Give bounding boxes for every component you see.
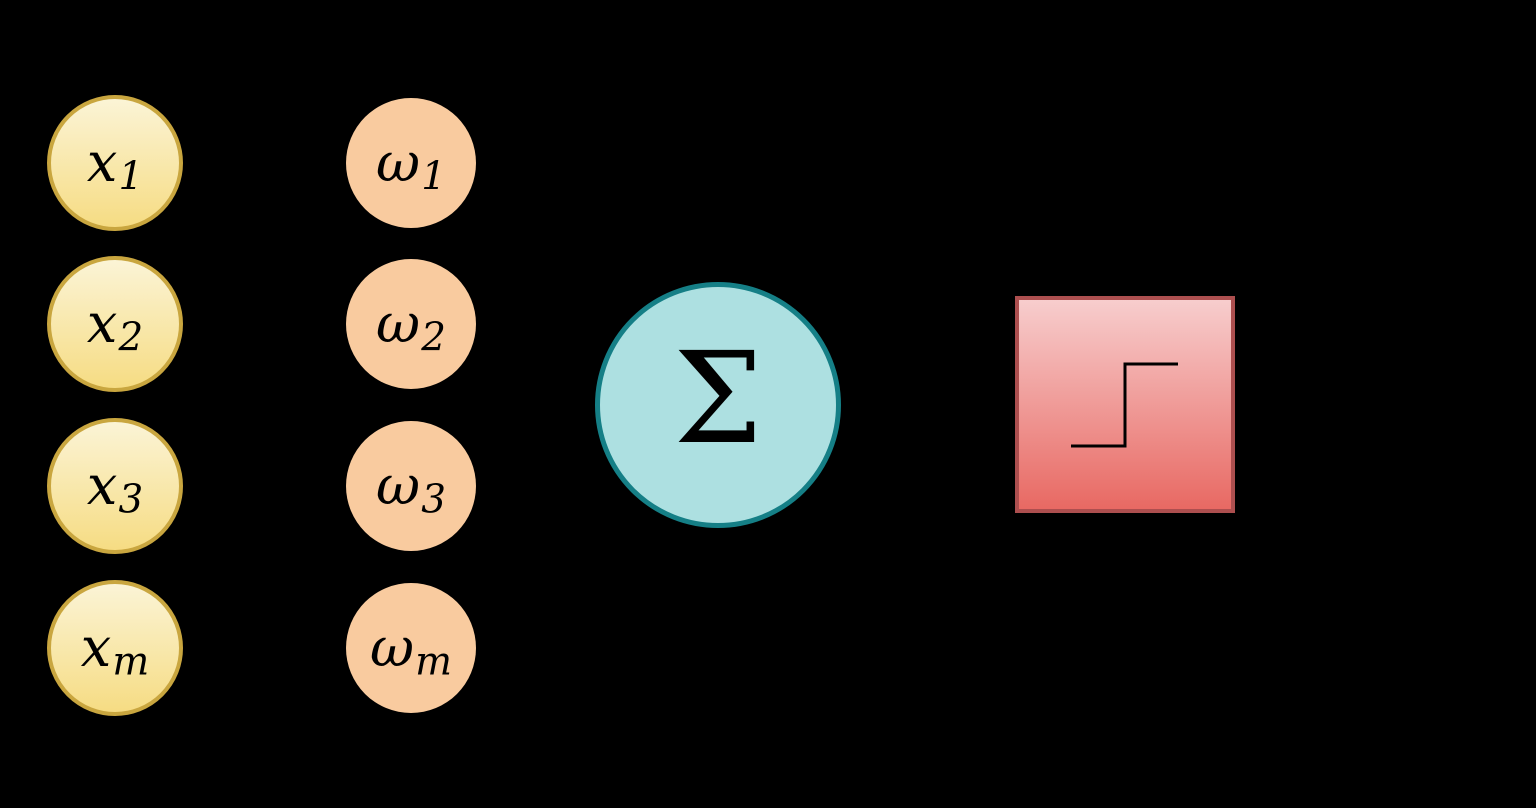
sum-node: Σ bbox=[595, 282, 841, 528]
activation-function-box bbox=[1015, 296, 1235, 513]
sigma-symbol: Σ bbox=[673, 325, 763, 472]
step-function-icon bbox=[1071, 362, 1178, 448]
